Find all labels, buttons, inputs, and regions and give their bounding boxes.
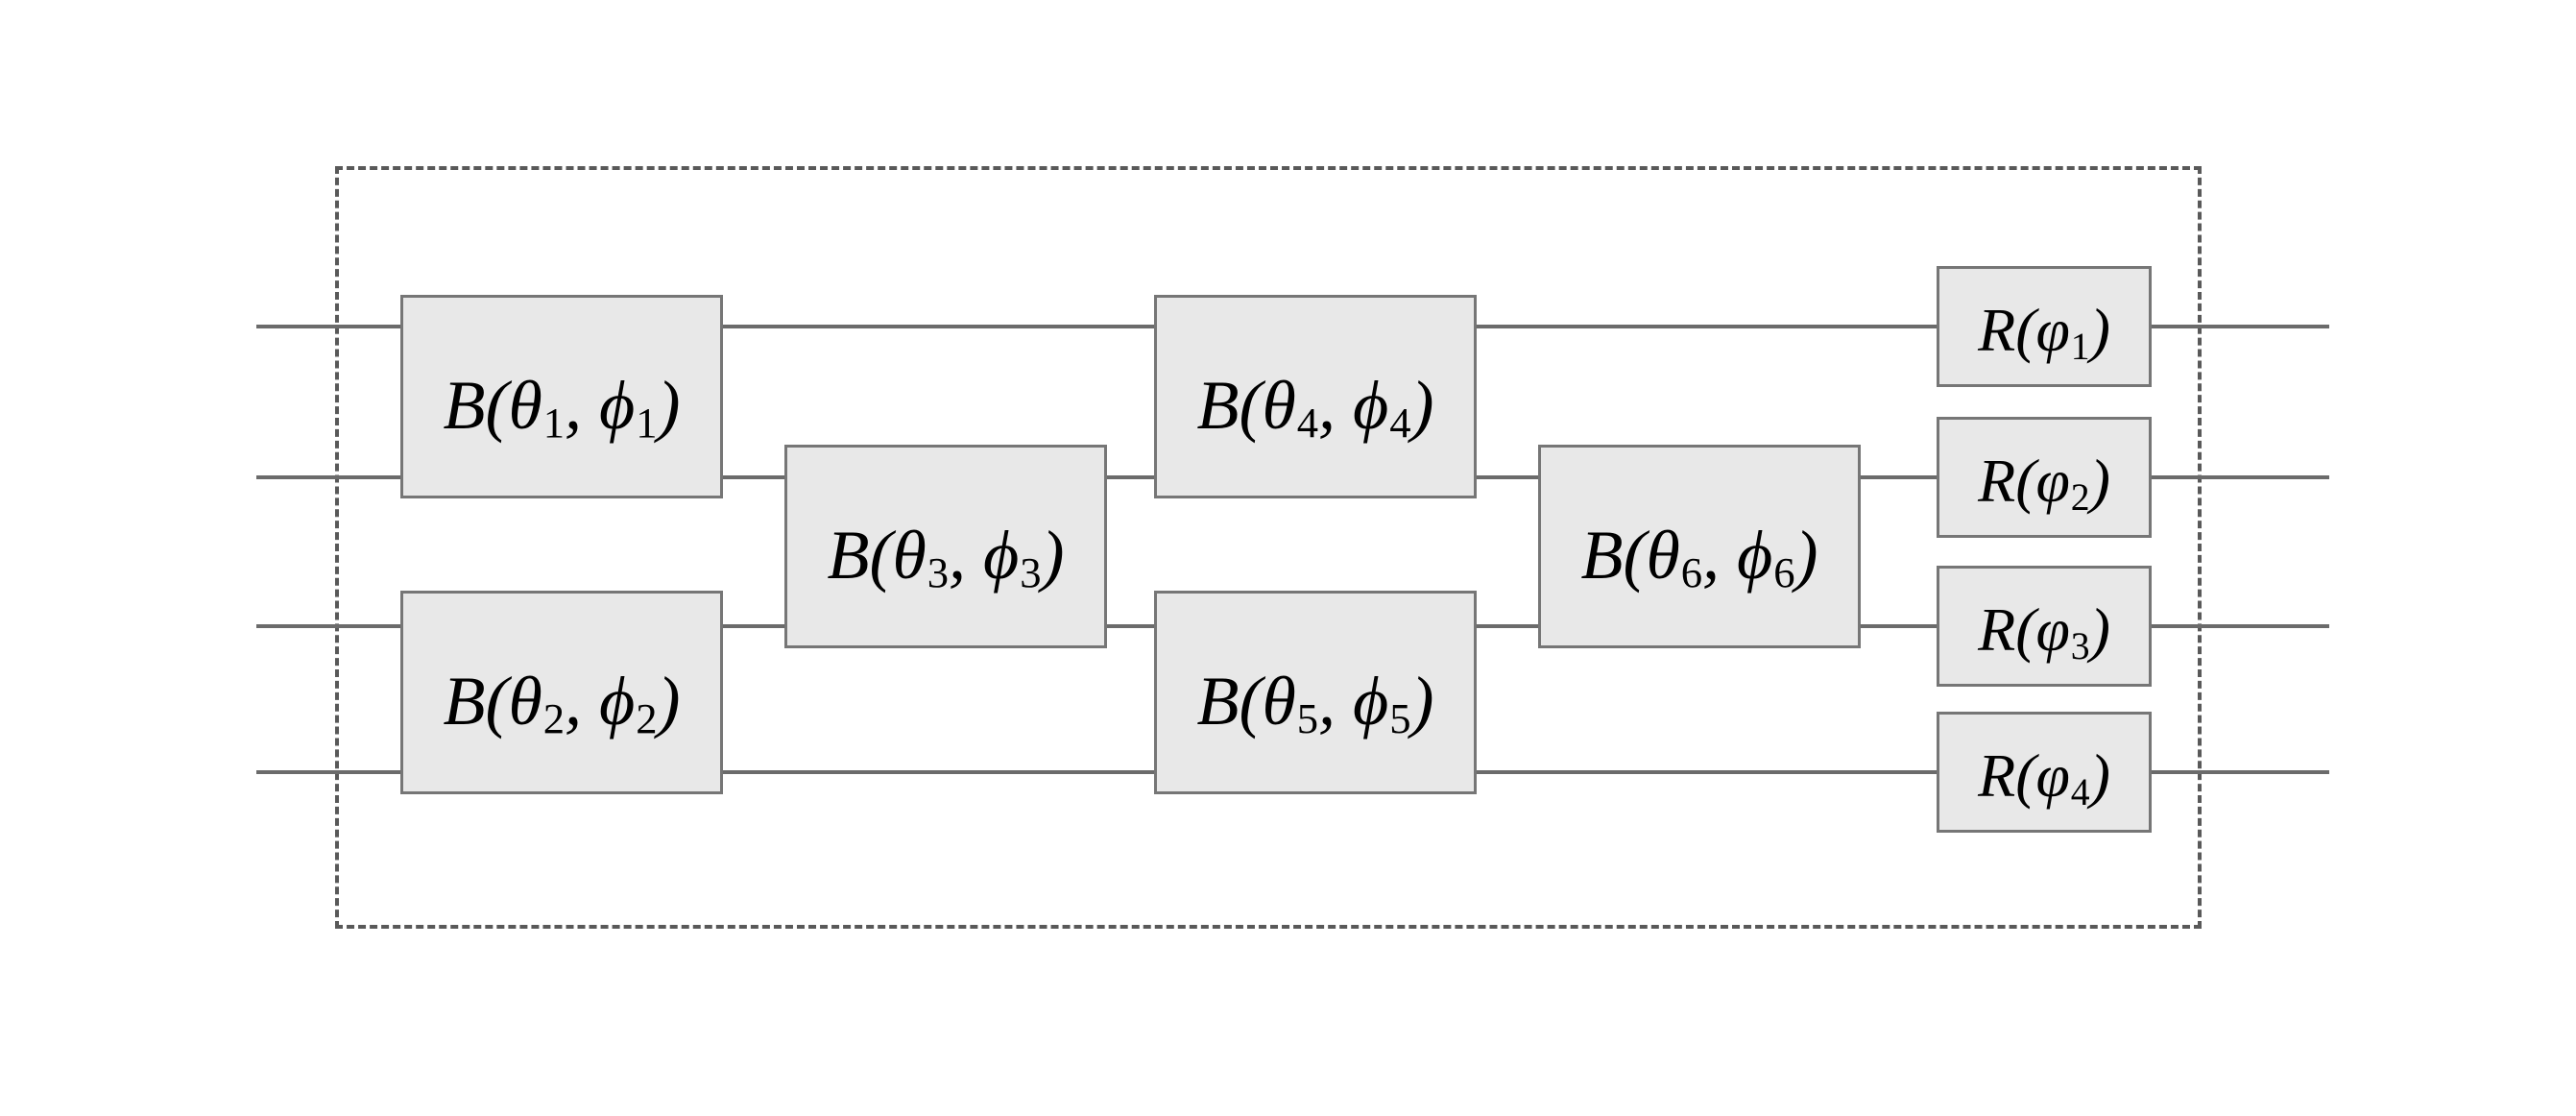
gate-beamsplitter-B4: B(θ4, ϕ4) (1154, 295, 1477, 498)
gate-R4-label: R(φ4) (1978, 741, 2110, 813)
gate-B4-label: B(θ4, ϕ4) (1196, 366, 1434, 448)
gate-phase-R2: R(φ2) (1937, 417, 2152, 538)
gate-B3-label: B(θ3, ϕ3) (827, 516, 1065, 597)
gate-beamsplitter-B1: B(θ1, ϕ1) (400, 295, 723, 498)
gate-phase-R4: R(φ4) (1937, 712, 2152, 833)
gate-phase-R1: R(φ1) (1937, 266, 2152, 387)
gate-B6-label: B(θ6, ϕ6) (1580, 516, 1818, 597)
gate-beamsplitter-B6: B(θ6, ϕ6) (1538, 445, 1861, 648)
gate-beamsplitter-B2: B(θ2, ϕ2) (400, 591, 723, 794)
gate-beamsplitter-B5: B(θ5, ϕ5) (1154, 591, 1477, 794)
gate-R1-label: R(φ1) (1978, 296, 2110, 368)
gate-B5-label: B(θ5, ϕ5) (1196, 662, 1434, 743)
gate-R2-label: R(φ2) (1978, 447, 2110, 519)
circuit-boundary-dashed-box (335, 166, 2202, 929)
gate-B1-label: B(θ1, ϕ1) (443, 366, 681, 448)
gate-B2-label: B(θ2, ϕ2) (443, 662, 681, 743)
gate-beamsplitter-B3: B(θ3, ϕ3) (784, 445, 1107, 648)
gate-phase-R3: R(φ3) (1937, 566, 2152, 687)
gate-R3-label: R(φ3) (1978, 595, 2110, 667)
